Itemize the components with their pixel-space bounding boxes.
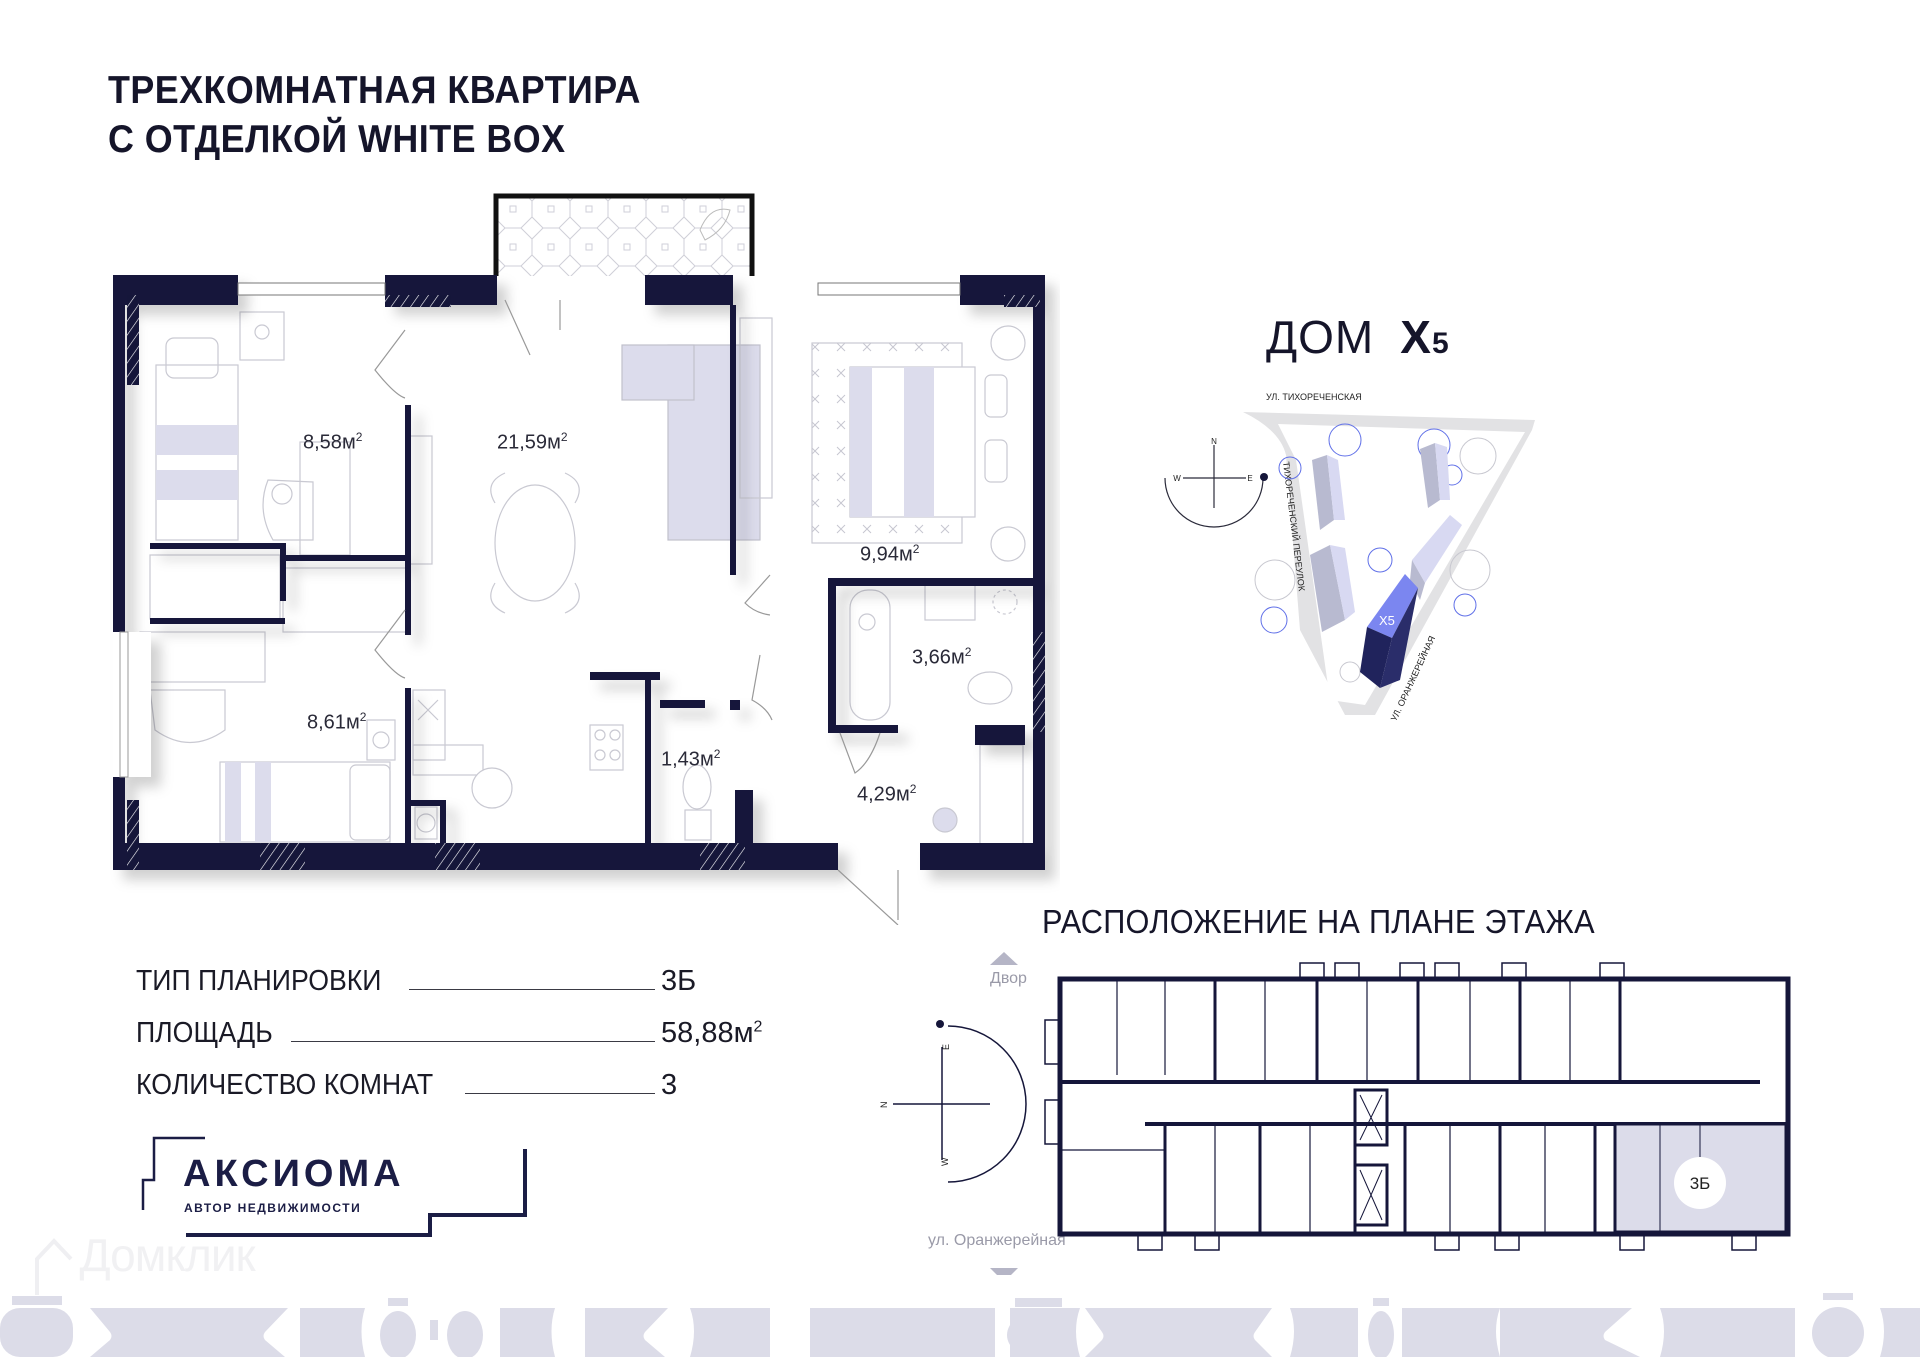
leader-line <box>465 1093 655 1094</box>
compass-w: W <box>1173 474 1181 483</box>
compass-n: N <box>1211 437 1217 446</box>
title-line-2: С ОТДЕЛКОЙ WHITE BOX <box>108 118 566 161</box>
page-title: ТРЕХКОМНАТНАЯ КВАРТИРА С ОТДЕЛКОЙ WHITE … <box>108 66 641 164</box>
leader-line <box>290 1041 655 1042</box>
title-line-1: ТРЕХКОМНАТНАЯ КВАРТИРА <box>108 69 641 112</box>
buildings: X5 <box>1310 443 1462 688</box>
balcony <box>493 193 755 276</box>
room-area-bedroom-2: 8,61м2 <box>307 710 367 734</box>
room-area-bedroom-1: 8,58м2 <box>303 430 363 454</box>
room-area-bathroom: 3,66м2 <box>912 645 972 669</box>
building-x5-highlight: X5 <box>1360 574 1418 688</box>
logo-name: АКСИОМА <box>183 1153 405 1195</box>
svg-text:N: N <box>880 1102 889 1109</box>
aksioma-logo: АКСИОМА АВТОР НЕДВИЖИМОСТИ <box>140 1135 540 1260</box>
house-name: X5 <box>1400 311 1450 363</box>
apartment-marker: 3Б <box>1690 1174 1711 1193</box>
windows <box>237 282 961 296</box>
floor-location-plan: Двор ул. Оранжерейная E N W <box>880 952 1791 1275</box>
leader-line <box>408 989 655 990</box>
street-north: УЛ. ТИХОРЕЧЕНСКАЯ <box>1266 392 1362 402</box>
compass-e: E <box>1247 474 1252 483</box>
doors <box>374 299 899 925</box>
site-plan: N W E УЛ. ТИХОРЕЧЕНСКАЯ ТИХОРЕЧЕНСКИЙ ПЕ… <box>1164 392 1535 720</box>
floor-compass-icon <box>893 1020 1027 1183</box>
floor-building-outline <box>1044 962 1791 1251</box>
logo-frame-icon <box>141 1136 527 1237</box>
arrow-down-icon <box>990 1268 1018 1275</box>
building-label: X5 <box>1379 613 1395 628</box>
yard-label: Двор <box>990 970 1027 987</box>
furniture <box>139 311 1026 846</box>
house-label: ДОМ <box>1266 311 1375 363</box>
apartment-floor-plan <box>113 193 1045 925</box>
domclick-house-icon <box>35 1237 73 1295</box>
site-compass-icon <box>1164 445 1268 528</box>
svg-text:E: E <box>941 1044 951 1050</box>
room-area-master-bedroom: 9,94м2 <box>860 542 920 566</box>
street-label: ул. Оранжерейная <box>928 1232 1066 1249</box>
floor-location-title: РАСПОЛОЖЕНИЕ НА ПЛАНЕ ЭТАЖА <box>1042 903 1595 940</box>
svg-text:W: W <box>940 1157 950 1166</box>
logo-tagline: АВТОР НЕДВИЖИМОСТИ <box>184 1201 362 1215</box>
room-area-hallway: 4,29м2 <box>857 782 917 806</box>
room-area-wc: 1,43м2 <box>661 747 721 771</box>
domclick-watermark: Домклик <box>33 1228 256 1297</box>
decorative-band <box>0 1293 1920 1357</box>
house-title: ДОМ X5 <box>1266 310 1450 364</box>
room-area-living-kitchen: 21,59м2 <box>497 430 568 454</box>
highlighted-apartment: 3Б <box>1613 1122 1788 1234</box>
arrow-up-icon <box>990 952 1018 965</box>
wall-hatching <box>127 295 1045 870</box>
